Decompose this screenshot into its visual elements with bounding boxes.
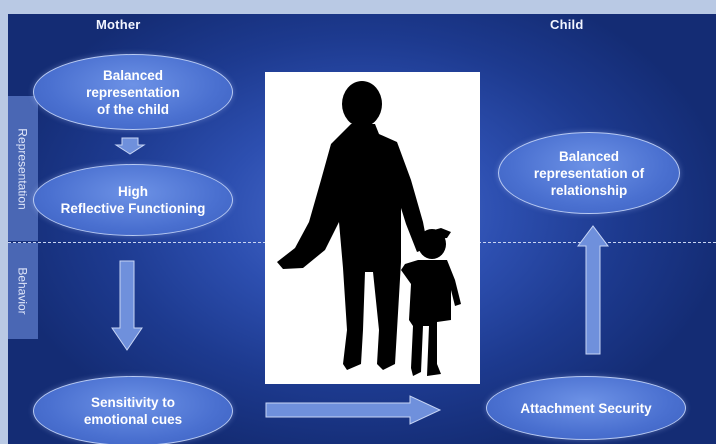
arrows-layer — [111, 137, 609, 425]
mother-child-silhouette-image — [265, 72, 480, 384]
diagram-panel: Mother Child Representation Behavior Bal… — [8, 14, 716, 444]
arrow-down-small — [114, 137, 146, 155]
mother-header: Mother — [96, 17, 141, 32]
node-high-reflective-functioning: High Reflective Functioning — [33, 164, 233, 236]
node-sensitivity-emotional-cues: Sensitivity to emotional cues — [33, 376, 233, 444]
child-header: Child — [550, 17, 584, 32]
node-attachment-security: Attachment Security — [486, 376, 686, 440]
child-silhouette — [401, 228, 461, 376]
representation-tab: Representation — [8, 96, 38, 241]
behavior-tab: Behavior — [8, 243, 38, 339]
arrow-up — [577, 225, 609, 355]
arrow-right — [265, 395, 442, 425]
node-balanced-representation-child: Balanced representation of the child — [33, 54, 233, 130]
node-balanced-representation-relationship: Balanced representation of relationship — [498, 132, 680, 214]
adult-silhouette — [277, 81, 428, 370]
arrow-down-long — [111, 260, 143, 351]
silhouette-figure — [277, 81, 461, 376]
